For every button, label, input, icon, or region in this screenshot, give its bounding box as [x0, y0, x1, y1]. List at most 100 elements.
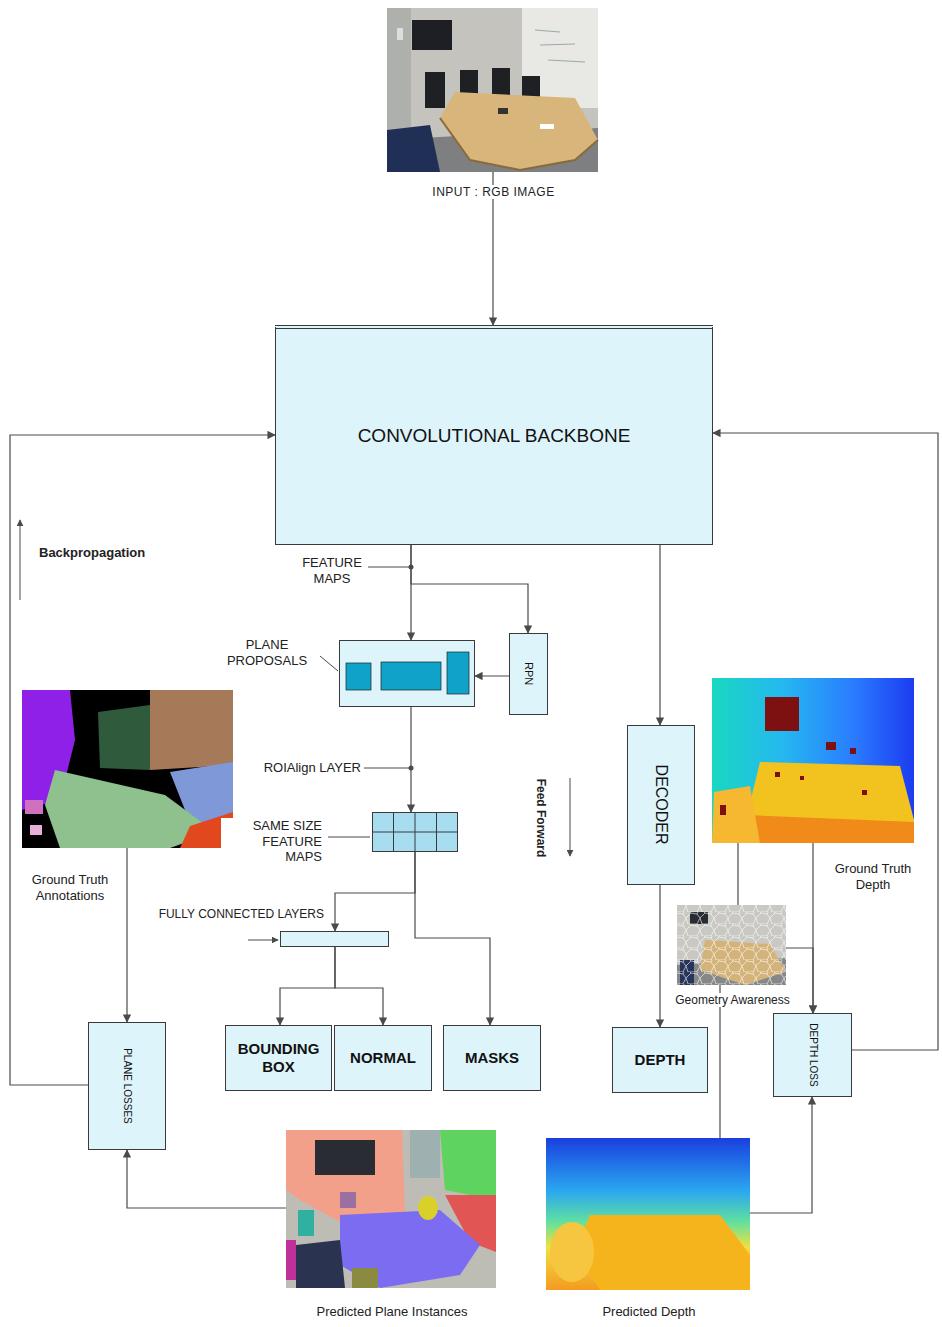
rpn-box: RPN — [509, 633, 548, 715]
plane-instances — [418, 1196, 438, 1220]
predicted-depth-map — [546, 1138, 750, 1290]
flow-label: Feed Forward — [534, 778, 548, 859]
node-text: PLANE LOSSES — [121, 1048, 133, 1124]
leader-line — [248, 940, 278, 941]
plane-instances — [298, 1210, 314, 1236]
loss-box: PLANE LOSSES — [88, 1022, 166, 1150]
depth-map — [800, 776, 804, 780]
plane-instances — [352, 1268, 378, 1288]
backbone-box: CONVOLUTIONAL BACKBONE — [275, 325, 713, 545]
loss-box: DEPTH LOSS — [773, 1013, 852, 1097]
connector-arrow — [335, 947, 383, 1025]
annotation-map — [22, 690, 233, 848]
leader-line — [320, 656, 338, 671]
output-box: DEPTH — [612, 1027, 708, 1093]
annotation-map — [25, 800, 43, 814]
node-caption: Ground Truth Depth — [817, 861, 929, 892]
node-text: DECODER — [651, 765, 670, 845]
connector-arrow — [410, 707, 411, 812]
input-image: INPUT : RGB IMAGE — [387, 8, 598, 172]
node-caption: PLANE PROPOSALS — [218, 637, 316, 668]
superpixel-photo — [677, 905, 786, 985]
roi-grid-cells — [372, 812, 458, 852]
proposal-box: PLANE PROPOSALS — [339, 640, 475, 707]
connector-arrow — [659, 885, 660, 1027]
annotation-map — [30, 825, 42, 835]
input-photo — [387, 8, 598, 172]
node-text: DEPTH LOSS — [806, 1023, 818, 1086]
input-photo — [522, 8, 598, 108]
node-caption: Predicted Depth — [546, 1304, 752, 1320]
depth-map — [720, 805, 726, 815]
node-caption: SAME SIZE FEATURE MAPS — [221, 818, 323, 865]
input-photo — [397, 28, 403, 40]
pred-depth-image: Predicted Depth — [546, 1138, 750, 1290]
leader-line — [328, 837, 370, 838]
connector-arrow — [335, 852, 415, 931]
decoder-box: DECODER — [627, 725, 695, 885]
plane-instances — [315, 1140, 375, 1175]
annotation-label: ROIAlign LAYER — [250, 760, 362, 776]
input-photo — [440, 118, 598, 170]
proposal-panel — [447, 652, 469, 694]
plane-instances — [296, 1240, 345, 1288]
input-photo — [492, 68, 510, 96]
depth-map — [740, 762, 914, 843]
node-text: DEPTH — [635, 1051, 686, 1069]
connector-arrow — [713, 433, 938, 1050]
node-caption: Ground Truth Annotations — [14, 872, 126, 903]
proposal-panel — [381, 662, 441, 690]
predicted-depth-map — [546, 1138, 750, 1290]
input-photo — [540, 124, 554, 129]
planes-image: Predicted Plane Instances — [286, 1130, 496, 1288]
output-box: BOUNDING BOX — [225, 1025, 332, 1091]
superpixel-photo — [677, 905, 786, 985]
connector-arrow — [719, 985, 720, 1138]
annotation-image: Ground Truth Annotations — [22, 690, 233, 848]
flow-arrow — [20, 520, 21, 600]
depth-map — [850, 748, 856, 754]
depth-map — [775, 772, 780, 777]
connector-arrow — [280, 947, 335, 1025]
plane-instances — [410, 1130, 440, 1178]
input-photo — [425, 72, 445, 108]
depth-map — [712, 678, 914, 843]
plane-instances — [340, 1192, 356, 1208]
node-text: CONVOLUTIONAL BACKBONE — [358, 425, 631, 448]
node-text: RPN — [522, 662, 535, 685]
leader-line — [368, 567, 409, 568]
plane-instances — [340, 1210, 480, 1288]
proposal-panel — [339, 640, 475, 707]
predicted-depth-map — [575, 1215, 750, 1290]
input-photo — [440, 92, 598, 170]
flow-arrow — [570, 778, 571, 856]
annotation-map — [22, 690, 233, 848]
node-text: NORMAL — [350, 1049, 416, 1067]
node-caption: Predicted Plane Instances — [276, 1304, 508, 1320]
depth-map — [712, 678, 914, 843]
output-box: MASKS — [443, 1025, 541, 1091]
connector-arrow — [126, 848, 127, 1022]
fc-bar: FULLY CONNECTED LAYERS — [280, 931, 389, 947]
roi-grid-cells — [372, 812, 458, 852]
proposal-panel — [339, 640, 475, 707]
output-box: NORMAL — [334, 1025, 432, 1091]
plane-instances — [286, 1240, 296, 1280]
connector-arrow — [10, 435, 275, 1085]
connector-arrow — [475, 675, 509, 676]
input-photo — [412, 20, 452, 50]
connector-arrow — [411, 545, 528, 633]
leader-line — [364, 768, 409, 769]
annotation-label: FEATURE MAPS — [296, 555, 368, 586]
annotation-map — [98, 705, 150, 770]
depth-map — [765, 697, 799, 731]
node-caption: Geometry Awareness — [662, 993, 803, 1007]
depth-map — [712, 786, 760, 843]
depth-map — [862, 790, 867, 795]
connector-arrow — [737, 843, 738, 905]
connector-arrow — [127, 1150, 286, 1208]
plane-instances — [440, 1130, 496, 1200]
superpixel-photo — [677, 905, 786, 985]
leader-line — [248, 567, 409, 940]
